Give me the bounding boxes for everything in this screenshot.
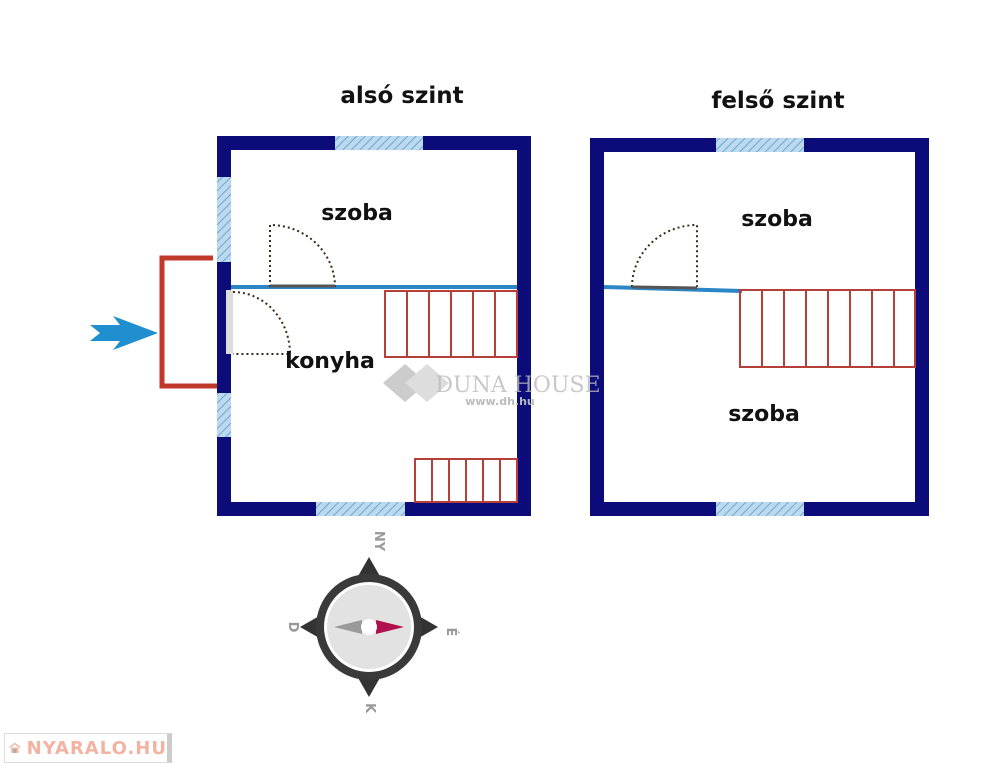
window (217, 393, 231, 437)
window (316, 502, 405, 516)
stairs (739, 289, 916, 368)
room-label: konyha (285, 349, 375, 374)
watermark-url: www.dh.hu (465, 395, 535, 408)
window (335, 136, 423, 150)
room-label: szoba (321, 201, 393, 226)
window (716, 502, 804, 516)
door-swing (269, 223, 336, 288)
upper-level-plan (590, 138, 929, 516)
room-label: szoba (741, 207, 813, 232)
entry-porch (159, 255, 217, 389)
entrance-arrow-icon (90, 316, 158, 350)
watermark-brand: DUNA HOUSE (435, 373, 600, 398)
compass-north-label: NY (371, 531, 386, 552)
upper-level-title: felső szint (711, 88, 844, 114)
outer-wall (590, 138, 929, 516)
nyaralo-badge: NYARALO.HU (4, 733, 172, 763)
compass-needle-east (376, 620, 404, 634)
compass-west-label: D (285, 622, 300, 633)
outer-wall (217, 136, 531, 516)
stairs (414, 458, 518, 503)
watermark: DUNA HOUSE www.dh.hu (383, 364, 601, 408)
door-swing (232, 291, 292, 355)
lower-level-title: alsó szint (340, 83, 463, 109)
window (716, 138, 804, 152)
door-swing (631, 223, 698, 288)
compass-south-label: K (362, 703, 377, 714)
stairs (384, 290, 518, 358)
window (217, 177, 231, 262)
compass-east-label: É (443, 628, 459, 637)
room-label: szoba (728, 402, 800, 427)
badge-text: NYARALO.HU (26, 737, 167, 759)
compass-needle-west (334, 620, 362, 634)
entry-door (226, 290, 233, 354)
house-icon (9, 742, 21, 753)
lower-level-plan (90, 136, 531, 516)
compass: NY É K D (285, 531, 459, 714)
